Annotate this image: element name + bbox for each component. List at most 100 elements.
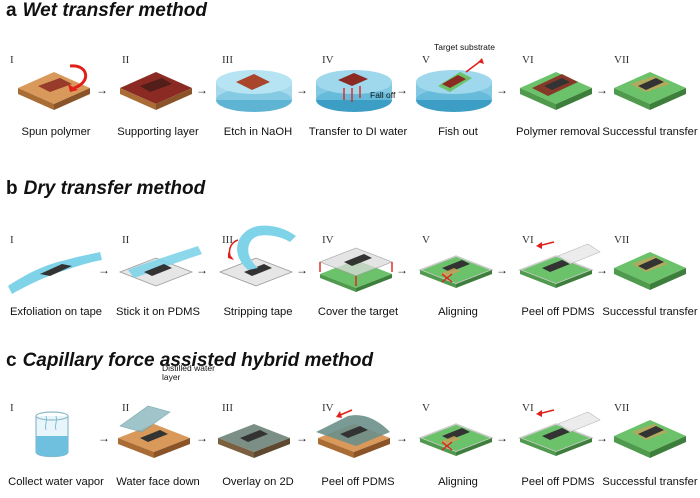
exfoliation-tape-illustration [8, 252, 102, 294]
arrow-right-icon: → [496, 263, 508, 277]
step-a2: II Supporting layer [108, 46, 208, 146]
arrow-right-icon: → [496, 431, 508, 445]
peel-pdms-illustration [517, 241, 601, 288]
step-numeral: II [122, 54, 130, 66]
target-substrate-label: Target substrate [434, 42, 495, 52]
step-b2: II Stick it on PDMS [108, 226, 208, 326]
step-numeral: I [10, 402, 14, 414]
step-caption: Peel off PDMS [321, 476, 395, 488]
step-c5: V Aligning [408, 394, 508, 494]
step-caption: Peel off PDMS [521, 306, 595, 318]
step-caption: Aligning [438, 476, 478, 488]
etch-naoh-illustration [216, 70, 292, 112]
step-a7: VII Successful transfer [600, 46, 700, 146]
step-numeral: VI [522, 402, 534, 414]
step-numeral: IV [322, 234, 334, 246]
step-c6: VI Peel off PDMS [508, 394, 608, 494]
step-caption: Overlay on 2D [222, 476, 294, 488]
arrow-right-icon: → [98, 431, 110, 445]
arrow-right-icon: → [296, 83, 308, 97]
step-numeral: VII [614, 234, 630, 246]
section-letter: a [6, 0, 17, 21]
step-caption: Supporting layer [117, 126, 199, 138]
arrow-right-icon: → [396, 431, 408, 445]
fish-out-illustration [416, 58, 492, 112]
arrow-right-icon: → [196, 431, 208, 445]
step-numeral: I [10, 54, 14, 66]
step-caption: Polymer removal [516, 126, 600, 138]
arrow-right-icon: → [296, 431, 308, 445]
arrow-right-icon: → [196, 263, 208, 277]
step-c2: II Distilled water layer Water face down [108, 363, 215, 494]
step-a6: VI Polymer removal [508, 46, 608, 146]
step-numeral: V [422, 54, 430, 66]
spun-polymer-illustration [18, 64, 90, 110]
step-caption: Aligning [438, 306, 478, 318]
arrow-right-icon: → [596, 83, 608, 97]
aligning-illustration [417, 255, 495, 288]
transfer-di-water-illustration [316, 70, 392, 112]
step-numeral: VI [522, 54, 534, 66]
step-numeral: III [222, 402, 233, 414]
step-c7: VII Successful transfer [600, 394, 700, 494]
step-caption: Collect water vapor [8, 476, 104, 488]
stick-pdms-illustration [118, 246, 202, 287]
step-b7: VII Successful transfer [600, 226, 700, 326]
step-caption: Stick it on PDMS [116, 306, 200, 318]
peel-pdms-illustration [316, 409, 390, 458]
arrow-right-icon: → [396, 83, 408, 97]
water-vapor-beaker-illustration [35, 411, 69, 458]
water-face-down-illustration [118, 405, 190, 458]
fall-off-label: Fall off [370, 90, 396, 100]
stripping-tape-illustration [218, 225, 296, 287]
step-b1: I Exfoliation on tape [6, 226, 106, 326]
step-c3: III Overlay on 2D [208, 394, 308, 494]
successful-transfer-illustration [614, 72, 686, 110]
step-numeral: V [422, 234, 430, 246]
step-numeral: IV [322, 54, 334, 66]
section-title-text: Wet transfer method [22, 0, 207, 21]
step-caption: Water face down [116, 476, 200, 488]
successful-transfer-illustration [614, 420, 686, 458]
step-caption: Fish out [438, 126, 478, 138]
step-caption: Successful transfer [602, 476, 698, 488]
step-caption: Exfoliation on tape [9, 306, 103, 318]
section-letter: b [6, 178, 18, 199]
step-caption: Peel off PDMS [521, 476, 595, 488]
supporting-layer-illustration [120, 72, 192, 110]
step-b3: III Stripping tape [208, 225, 308, 326]
arrow-right-icon: → [596, 263, 608, 277]
step-caption: Successful transfer [602, 306, 698, 318]
step-c4: IV Peel off PDMS [308, 394, 408, 494]
aligning-illustration [417, 423, 495, 456]
step-numeral: II [122, 402, 130, 414]
arrow-right-icon: → [496, 83, 508, 97]
polymer-removal-illustration [520, 72, 592, 110]
step-c1: I Collect water vapor [6, 394, 106, 494]
step-numeral: IV [322, 402, 334, 414]
step-numeral: I [10, 234, 14, 246]
section-title-text: Dry transfer method [23, 178, 206, 199]
step-caption: Etch in NaOH [223, 126, 293, 138]
section-title-text: Capillary force assisted hybrid method [22, 350, 374, 371]
step-b5: V Aligning [408, 226, 508, 326]
peel-pdms-illustration [517, 409, 601, 456]
arrow-right-icon: → [596, 431, 608, 445]
step-numeral: VI [522, 234, 534, 246]
step-numeral: V [422, 402, 430, 414]
arrow-right-icon: → [98, 263, 110, 277]
arrow-right-icon: → [396, 263, 408, 277]
step-caption: Cover the target [317, 306, 399, 318]
step-a5: V Target substrate Fish out [408, 42, 508, 146]
arrow-right-icon: → [296, 263, 308, 277]
cover-target-illustration [318, 247, 394, 292]
step-a3: III Etch in NaOH [208, 46, 308, 146]
step-numeral: VII [614, 54, 630, 66]
arrow-right-icon: → [196, 83, 208, 97]
step-caption: Spun polymer [21, 126, 91, 138]
step-numeral: II [122, 234, 130, 246]
